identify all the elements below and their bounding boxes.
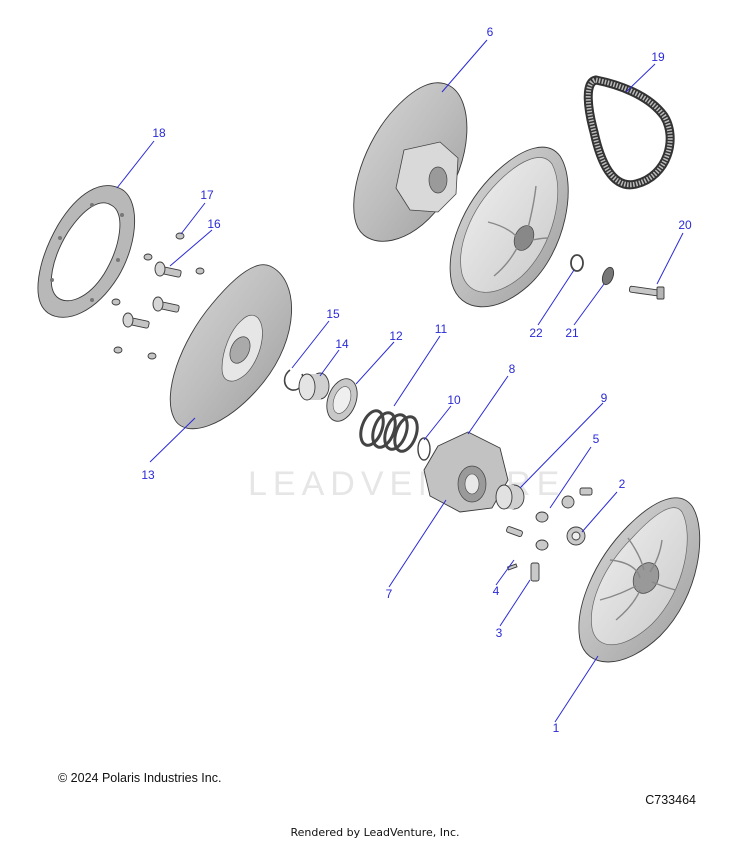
callout-7: 7 <box>386 587 393 601</box>
rendered-by-footer: Rendered by LeadVenture, Inc. <box>290 826 460 839</box>
callout-14: 14 <box>335 337 349 351</box>
drive-belt-part <box>583 75 675 190</box>
callout-13: 13 <box>141 468 155 482</box>
callout-17: 17 <box>200 188 214 202</box>
callout-19: 19 <box>651 50 665 64</box>
gasket-ring-part <box>37 185 135 318</box>
callout-22: 22 <box>529 326 543 340</box>
roller-part <box>495 484 525 510</box>
retaining-hardware-parts <box>570 254 665 300</box>
callout-10: 10 <box>447 393 461 407</box>
callout-18: 18 <box>152 126 166 140</box>
callout-9: 9 <box>601 391 608 405</box>
callout-15: 15 <box>326 307 340 321</box>
copyright-text: © 2024 Polaris Industries Inc. <box>58 771 222 785</box>
spider-part <box>423 431 509 513</box>
callout-1: 1 <box>553 721 560 735</box>
callout-11: 11 <box>435 322 448 336</box>
callout-labels: 1 2 3 4 5 6 7 8 9 10 11 12 13 14 15 16 1… <box>141 25 692 735</box>
callout-12: 12 <box>389 329 403 343</box>
driven-sheave-part <box>449 146 569 308</box>
stationary-sheave-part <box>169 264 293 430</box>
weight-hardware-parts <box>506 487 593 582</box>
leader-lines <box>116 39 684 723</box>
bolt-set-part <box>111 232 205 360</box>
figure-code: C733464 <box>645 793 696 807</box>
moveable-sheave-part <box>578 497 701 663</box>
callout-4: 4 <box>493 584 500 598</box>
callout-5: 5 <box>593 432 600 446</box>
callout-20: 20 <box>678 218 692 232</box>
clutch-inner-parts <box>283 369 431 461</box>
callout-2: 2 <box>619 477 626 491</box>
callout-3: 3 <box>496 626 503 640</box>
callout-6: 6 <box>487 25 494 39</box>
fixed-sheave-part <box>353 82 468 242</box>
callout-21: 21 <box>565 326 579 340</box>
callout-8: 8 <box>509 362 516 376</box>
callout-16: 16 <box>207 217 221 231</box>
